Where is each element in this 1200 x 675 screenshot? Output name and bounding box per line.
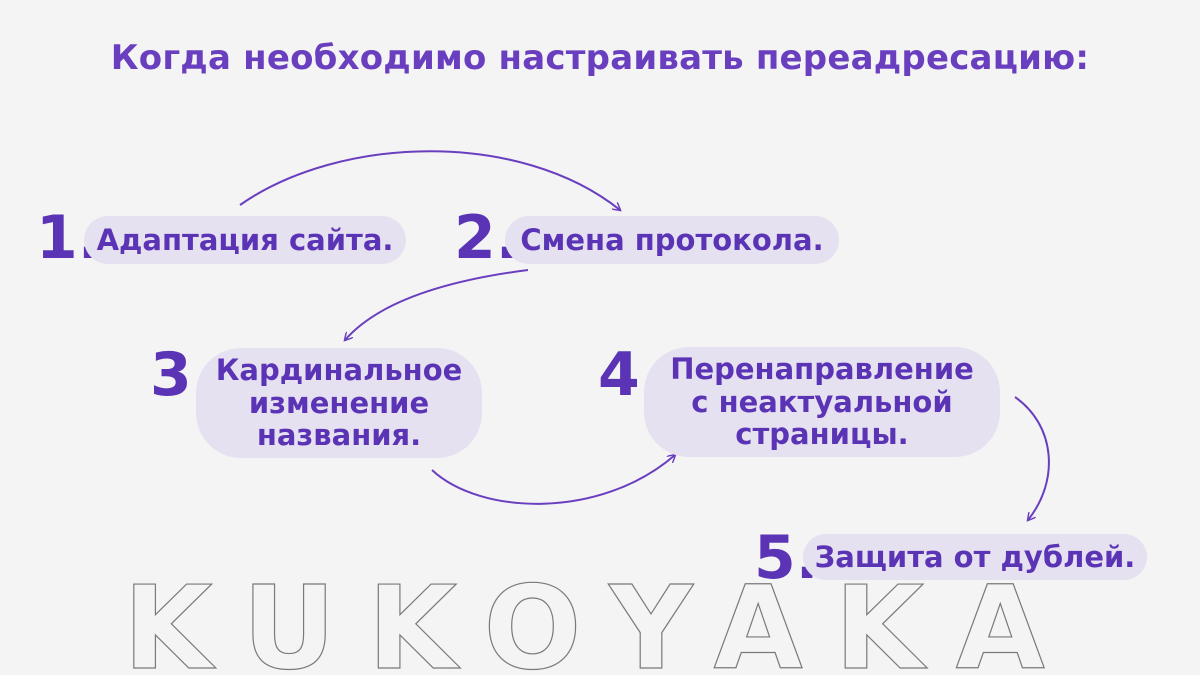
step-3-pill: Кардинальное изменение названия. xyxy=(196,348,482,458)
step-5-label: Защита от дублей. xyxy=(814,539,1136,574)
step-2-pill: Смена протокола. xyxy=(505,216,839,264)
arrow-2-to-3 xyxy=(345,269,529,340)
arrow-4-to-5 xyxy=(1014,396,1050,520)
step-1-label: Адаптация сайта. xyxy=(96,222,394,257)
step-3-label: Кардинальное изменение названия. xyxy=(215,353,463,453)
step-2-label: Смена протокола. xyxy=(520,222,824,257)
step-5-pill: Защита от дублей. xyxy=(803,534,1147,580)
step-4-pill: Перенаправление с неактуальной страницы. xyxy=(644,347,1000,457)
arrow-3-to-4 xyxy=(431,455,675,505)
page-title: Когда необходимо настраивать переадресац… xyxy=(110,38,1090,78)
arrow-1-to-2 xyxy=(239,150,620,210)
step-1-pill: Адаптация сайта. xyxy=(84,216,406,264)
step-4-label: Перенаправление с неактуальной страницы. xyxy=(670,352,974,452)
watermark-text: KUKOYAKA xyxy=(123,562,1076,675)
